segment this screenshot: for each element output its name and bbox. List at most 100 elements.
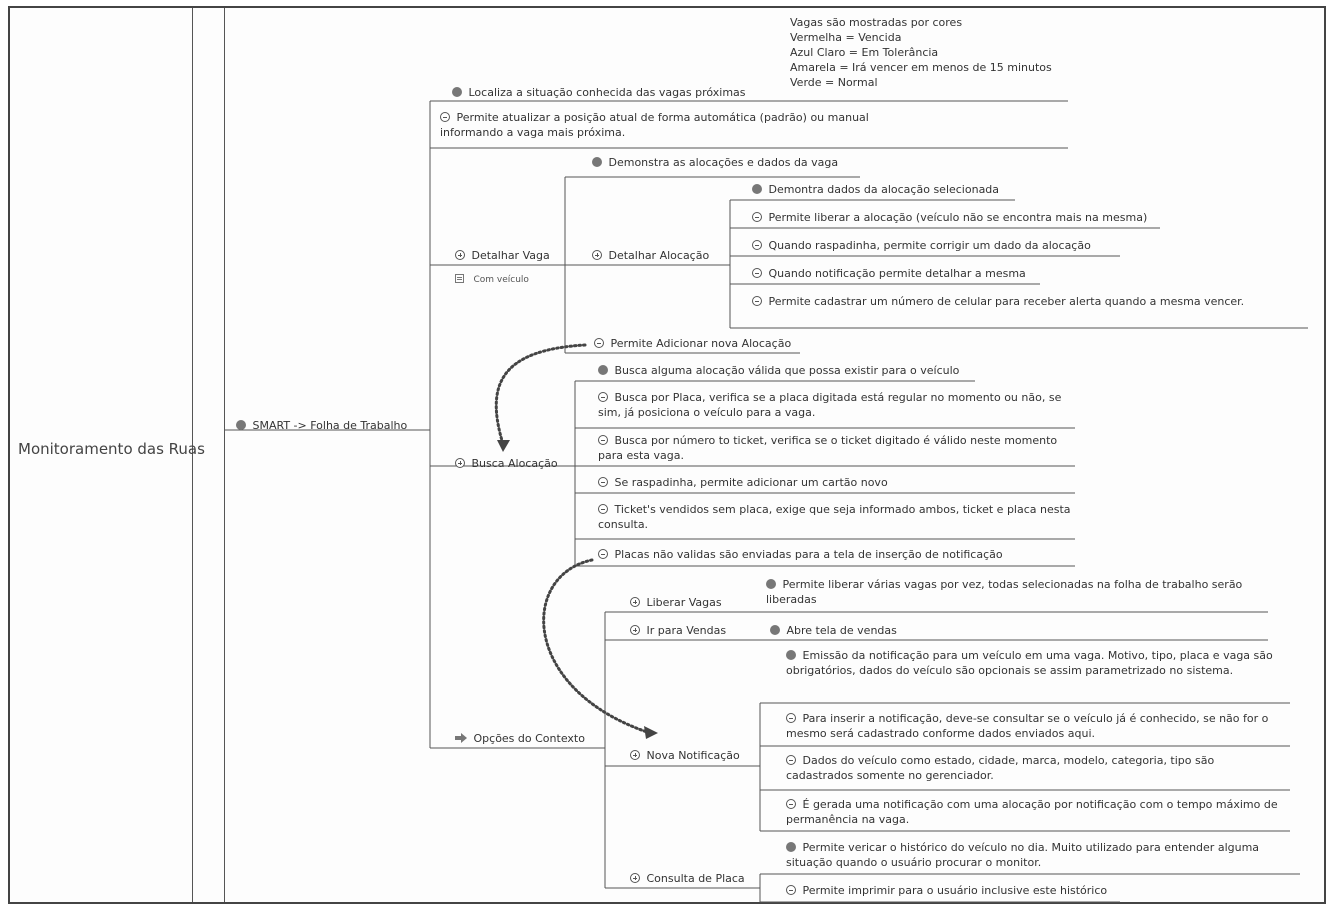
topic-opcoes-contexto[interactable]: Opções do Contexto bbox=[455, 731, 585, 746]
collapse-icon[interactable] bbox=[594, 338, 604, 348]
info-icon bbox=[766, 579, 776, 589]
topic-label: Busca por número to ticket, verifica se … bbox=[598, 434, 1058, 462]
topic-label: Para inserir a notificação, deve-se cons… bbox=[786, 712, 1269, 740]
topic-label: Busca alguma alocação válida que possa e… bbox=[614, 364, 960, 377]
topic-nova-notificacao[interactable]: Nova Notificação bbox=[630, 748, 740, 763]
topic-historico[interactable]: Permite vericar o histórico do veículo n… bbox=[786, 840, 1296, 870]
topic-label: É gerada uma notificação com uma alocaçã… bbox=[786, 798, 1278, 826]
root-topic[interactable]: Monitoramento das Ruas bbox=[18, 442, 205, 457]
topic-busca-ticket[interactable]: Busca por número to ticket, verifica se … bbox=[598, 433, 1073, 463]
topic-busca-alocacao[interactable]: Busca Alocação bbox=[455, 456, 558, 471]
color-legend: Vagas são mostradas por cores Vermelha =… bbox=[790, 15, 1052, 90]
topic-label: Opções do Contexto bbox=[473, 732, 585, 745]
topic-label: Permite imprimir para o usuário inclusiv… bbox=[802, 884, 1108, 897]
collapse-icon[interactable] bbox=[786, 713, 796, 723]
info-icon bbox=[598, 365, 608, 375]
topic-label: Ticket's vendidos sem placa, exige que s… bbox=[598, 503, 1071, 531]
topic-label: Quando notificação permite detalhar a me… bbox=[768, 267, 1026, 280]
topic-abre-vendas[interactable]: Abre tela de vendas bbox=[770, 623, 897, 638]
collapse-icon[interactable] bbox=[786, 885, 796, 895]
expand-icon[interactable] bbox=[630, 625, 640, 635]
topic-inserir-notificacao[interactable]: Para inserir a notificação, deve-se cons… bbox=[786, 711, 1291, 741]
topic-consulta-placa[interactable]: Consulta de Placa bbox=[630, 871, 745, 886]
topic-detalhar-vaga[interactable]: Detalhar Vaga bbox=[455, 248, 550, 263]
topic-label: Demontra dados da alocação selecionada bbox=[768, 183, 1000, 196]
topic-label: Consulta de Placa bbox=[646, 872, 745, 885]
expand-icon[interactable] bbox=[455, 458, 465, 468]
topic-cadastrar-celular[interactable]: Permite cadastrar um número de celular p… bbox=[752, 294, 1292, 309]
collapse-icon[interactable] bbox=[752, 240, 762, 250]
topic-label: Placas não validas são enviadas para a t… bbox=[614, 548, 1003, 561]
expand-icon[interactable] bbox=[630, 597, 640, 607]
legend-line: Vermelha = Vencida bbox=[790, 31, 902, 44]
topic-label: Emissão da notificação para um veículo e… bbox=[786, 649, 1273, 677]
topic-atualizar-posicao[interactable]: Permite atualizar a posição atual de for… bbox=[440, 110, 910, 140]
collapse-icon[interactable] bbox=[752, 268, 762, 278]
collapse-icon[interactable] bbox=[598, 477, 608, 487]
topic-label: Busca por Placa, verifica se a placa dig… bbox=[598, 391, 1062, 419]
collapse-icon[interactable] bbox=[786, 755, 796, 765]
topic-label: Demonstra as alocações e dados da vaga bbox=[608, 156, 839, 169]
topic-placas-nao-validas[interactable]: Placas não validas são enviadas para a t… bbox=[598, 547, 1003, 562]
topic-raspadinha-cartao[interactable]: Se raspadinha, permite adicionar um cart… bbox=[598, 475, 888, 490]
info-icon bbox=[236, 420, 246, 430]
arrow-right-icon bbox=[455, 733, 467, 743]
expand-icon[interactable] bbox=[592, 250, 602, 260]
collapse-icon[interactable] bbox=[752, 212, 762, 222]
topic-liberar-vagas-desc[interactable]: Permite liberar várias vagas por vez, to… bbox=[766, 577, 1266, 607]
expand-icon[interactable] bbox=[630, 873, 640, 883]
info-icon bbox=[752, 184, 762, 194]
topic-gerada-notificacao[interactable]: É gerada uma notificação com uma alocaçã… bbox=[786, 797, 1286, 827]
info-icon bbox=[786, 650, 796, 660]
topic-label: Permite cadastrar um número de celular p… bbox=[768, 295, 1245, 308]
topic-label: Ir para Vendas bbox=[646, 624, 727, 637]
legend-line: Amarela = Irá vencer em menos de 15 minu… bbox=[790, 61, 1052, 74]
note-icon bbox=[455, 274, 464, 283]
topic-label: Permite vericar o histórico do veículo n… bbox=[786, 841, 1260, 869]
collapse-icon[interactable] bbox=[440, 112, 450, 122]
topic-demonstra-dados[interactable]: Demontra dados da alocação selecionada bbox=[752, 182, 999, 197]
topic-demonstra-alocacoes[interactable]: Demonstra as alocações e dados da vaga bbox=[592, 155, 838, 170]
expand-icon[interactable] bbox=[630, 750, 640, 760]
topic-smart[interactable]: SMART -> Folha de Trabalho bbox=[236, 418, 407, 433]
topic-label: Permite atualizar a posição atual de for… bbox=[440, 111, 869, 139]
collapse-icon[interactable] bbox=[752, 296, 762, 306]
info-icon bbox=[786, 842, 796, 852]
collapse-icon[interactable] bbox=[598, 504, 608, 514]
topic-label: Liberar Vagas bbox=[646, 596, 722, 609]
info-icon bbox=[770, 625, 780, 635]
topic-smart-label: SMART -> Folha de Trabalho bbox=[252, 419, 408, 432]
topic-label: Busca Alocação bbox=[471, 457, 558, 470]
topic-busca-valida[interactable]: Busca alguma alocação válida que possa e… bbox=[598, 363, 959, 378]
topic-label: Permite liberar a alocação (veículo não … bbox=[768, 211, 1148, 224]
topic-raspadinha-corrigir[interactable]: Quando raspadinha, permite corrigir um d… bbox=[752, 238, 1091, 253]
legend-line: Azul Claro = Em Tolerância bbox=[790, 46, 939, 59]
info-icon bbox=[452, 87, 462, 97]
topic-imprimir[interactable]: Permite imprimir para o usuário inclusiv… bbox=[786, 883, 1107, 898]
collapse-icon[interactable] bbox=[786, 799, 796, 809]
topic-label: Permite liberar várias vagas por vez, to… bbox=[766, 578, 1243, 606]
topic-note-com-veiculo: Com veículo bbox=[455, 271, 529, 288]
collapse-icon[interactable] bbox=[598, 549, 608, 559]
expand-icon[interactable] bbox=[455, 250, 465, 260]
topic-localiza[interactable]: Localiza a situação conhecida das vagas … bbox=[452, 85, 746, 100]
topic-label: Detalhar Vaga bbox=[471, 249, 550, 262]
collapse-icon[interactable] bbox=[598, 435, 608, 445]
root-topic-label: Monitoramento das Ruas bbox=[18, 440, 205, 458]
collapse-icon[interactable] bbox=[598, 392, 608, 402]
topic-label: Quando raspadinha, permite corrigir um d… bbox=[768, 239, 1091, 252]
topic-label: Se raspadinha, permite adicionar um cart… bbox=[614, 476, 888, 489]
topic-liberar-alocacao[interactable]: Permite liberar a alocação (veículo não … bbox=[752, 210, 1147, 225]
info-icon bbox=[592, 157, 602, 167]
topic-dados-veiculo[interactable]: Dados do veículo como estado, cidade, ma… bbox=[786, 753, 1256, 783]
topic-detalhar-alocacao[interactable]: Detalhar Alocação bbox=[592, 248, 709, 263]
topic-emissao[interactable]: Emissão da notificação para um veículo e… bbox=[786, 648, 1281, 678]
topic-busca-placa[interactable]: Busca por Placa, verifica se a placa dig… bbox=[598, 390, 1073, 420]
topic-tickets-sem-placa[interactable]: Ticket's vendidos sem placa, exige que s… bbox=[598, 502, 1073, 532]
topic-liberar-vagas[interactable]: Liberar Vagas bbox=[630, 595, 722, 610]
column-divider bbox=[224, 8, 225, 902]
topic-notificacao-detalhar[interactable]: Quando notificação permite detalhar a me… bbox=[752, 266, 1026, 281]
topic-label: Dados do veículo como estado, cidade, ma… bbox=[786, 754, 1215, 782]
topic-adicionar-alocacao[interactable]: Permite Adicionar nova Alocação bbox=[594, 336, 791, 351]
topic-ir-vendas[interactable]: Ir para Vendas bbox=[630, 623, 726, 638]
